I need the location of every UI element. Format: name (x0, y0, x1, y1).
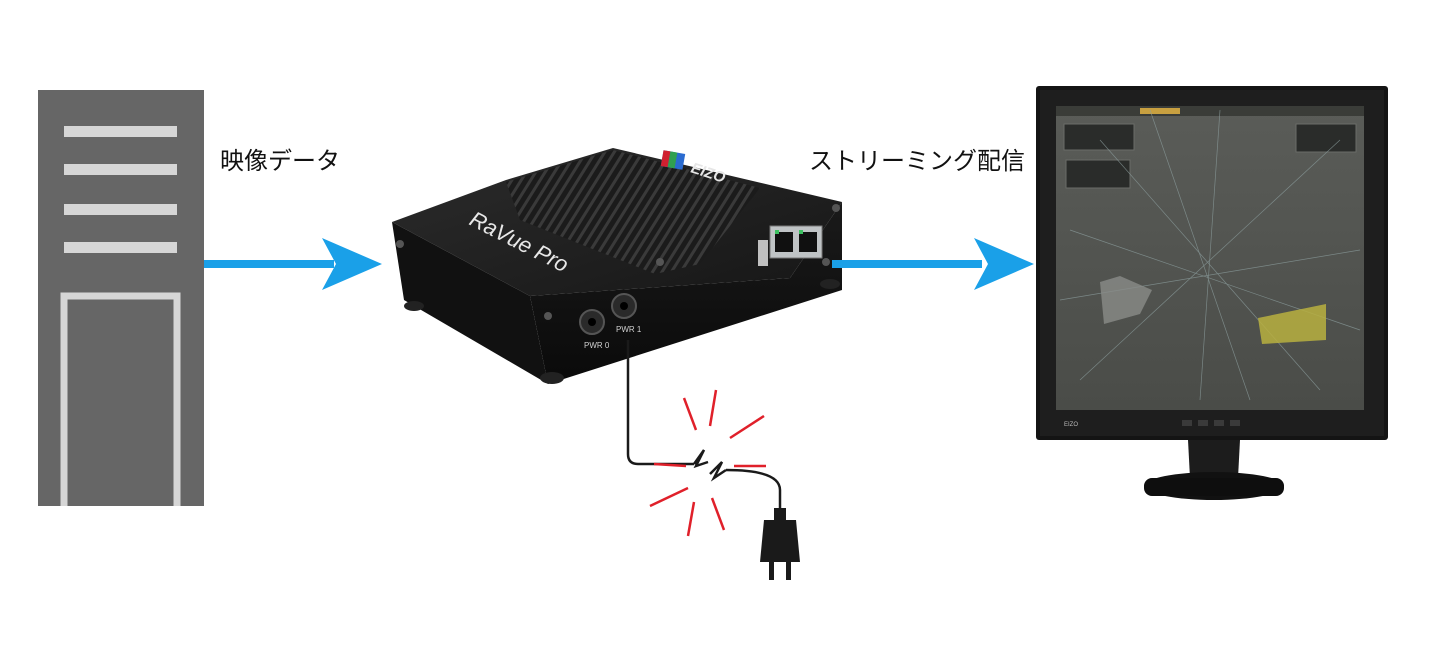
pwr1-label: PWR 1 (616, 325, 642, 334)
streaming-label: ストリーミング配信 (809, 147, 1025, 175)
ravue-pro-device: RaVue Pro EIZO PWR 0 PWR 1 (392, 148, 842, 384)
power-cable (626, 340, 782, 512)
monitor: EIZO (1036, 86, 1388, 500)
arrow-right-icon (204, 238, 382, 290)
monitor-brand-label: EIZO (1064, 422, 1078, 428)
power-ports: PWR 0 PWR 1 (579, 293, 642, 350)
power-plug-icon (760, 508, 800, 580)
arrow-right-icon (832, 238, 1034, 290)
lan-ports (758, 225, 823, 266)
disconnect-spark-icon (649, 389, 766, 537)
server-icon (38, 90, 204, 506)
video-data-label: 映像データ (220, 147, 340, 175)
pwr0-label: PWR 0 (584, 341, 610, 350)
